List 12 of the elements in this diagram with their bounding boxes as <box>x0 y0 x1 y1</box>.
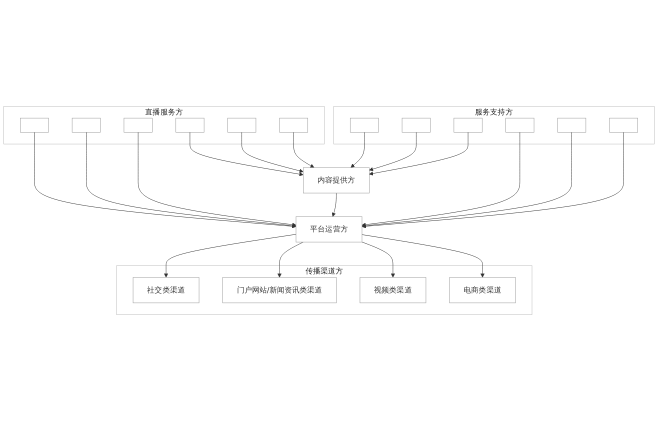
node-box <box>72 118 101 132</box>
node-box <box>402 118 431 132</box>
node-box <box>506 118 534 132</box>
node-box <box>124 118 152 132</box>
node-box <box>20 118 49 132</box>
node-box <box>454 118 482 132</box>
node-box <box>279 118 308 132</box>
node-box <box>350 118 379 132</box>
node-box <box>227 118 256 132</box>
node-box <box>176 118 204 132</box>
node-box <box>557 118 586 132</box>
node-box <box>609 118 638 132</box>
